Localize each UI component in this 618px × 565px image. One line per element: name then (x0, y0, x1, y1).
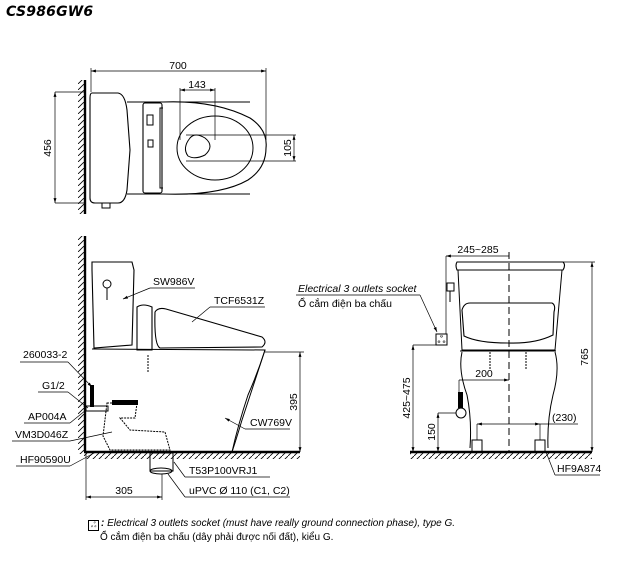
socket-label-en: Electrical 3 outlets socket (298, 283, 418, 295)
front-tank-lid (455, 261, 566, 271)
trap-outline (102, 402, 171, 451)
label-valve: VM3D046Z (15, 429, 69, 441)
dim-socket-height: 425~475 (401, 377, 413, 418)
wall-hatch (78, 80, 84, 214)
dim-bolt-spacing: (230) (552, 412, 577, 424)
label-drain-pipe: uPVC Ø 110 (C1, C2) (189, 485, 290, 497)
socket-symbol-icon: ஃ (437, 334, 446, 346)
label-angle-valve-hose: 260033-2 (23, 349, 68, 361)
dim-outlet-width: 105 (282, 139, 294, 157)
side-seat (154, 307, 266, 349)
side-tank (91, 261, 135, 349)
dim-bowl-opening: 143 (188, 79, 206, 91)
side-wall-hatch (78, 236, 84, 454)
model-title: CS986GW6 (6, 4, 94, 20)
bolt-left (471, 439, 483, 453)
front-view: ஃ Electrical 3 outlets socket Ổ cắm điện… (296, 244, 602, 476)
socket-label-vi: Ổ cắm điện ba chấu (298, 297, 392, 310)
socket-box (435, 333, 448, 346)
label-bowl: CW769V (250, 417, 292, 429)
front-bowl-left (460, 351, 472, 449)
front-tank (457, 269, 563, 351)
dim-seat-height: 395 (288, 393, 300, 411)
footnote-line-en: Electrical 3 outlets socket (must have r… (107, 518, 456, 529)
footnote-line-vi: Ổ cắm điện ba chấu (dây phải được nối đấ… (100, 532, 334, 543)
label-floor-flange: HF90590U (20, 454, 71, 466)
front-bowl-right (547, 351, 558, 449)
label-drain-adapter: T53P100VRJ1 (189, 465, 257, 477)
dim-depth: 456 (42, 139, 54, 157)
label-thread: G1/2 (42, 380, 65, 392)
front-supply-valve (455, 407, 467, 419)
front-seat (461, 302, 556, 344)
label-seat: TCF6531Z (214, 295, 265, 307)
side-view: SW986V TCF6531Z 260033-2 G1/2 AP004A VM3… (12, 236, 304, 500)
bowl-opening (184, 134, 211, 159)
footnote: ஃ: Electrical 3 outlets socket (must hav… (88, 517, 455, 545)
tank-top (89, 92, 131, 204)
dim-total-height: 765 (579, 348, 591, 366)
socket-symbol-icon: ஃ (88, 520, 99, 531)
dim-supply-offset: 200 (475, 368, 493, 380)
dim-socket-offset: 245~285 (457, 244, 498, 256)
drain-adapter (149, 452, 174, 472)
label-tank: SW986V (153, 276, 194, 288)
seat-base (136, 304, 153, 351)
label-bolt: HF9A874 (557, 463, 602, 475)
top-view: 456 700 143 105 (42, 60, 296, 214)
dim-rough-in: 305 (115, 485, 133, 497)
angle-valve (90, 385, 94, 407)
dim-overall-length: 700 (169, 60, 187, 72)
dim-supply-height: 150 (426, 423, 438, 441)
label-supply-fitting: AP004A (28, 411, 67, 423)
bolt-right (534, 439, 546, 453)
